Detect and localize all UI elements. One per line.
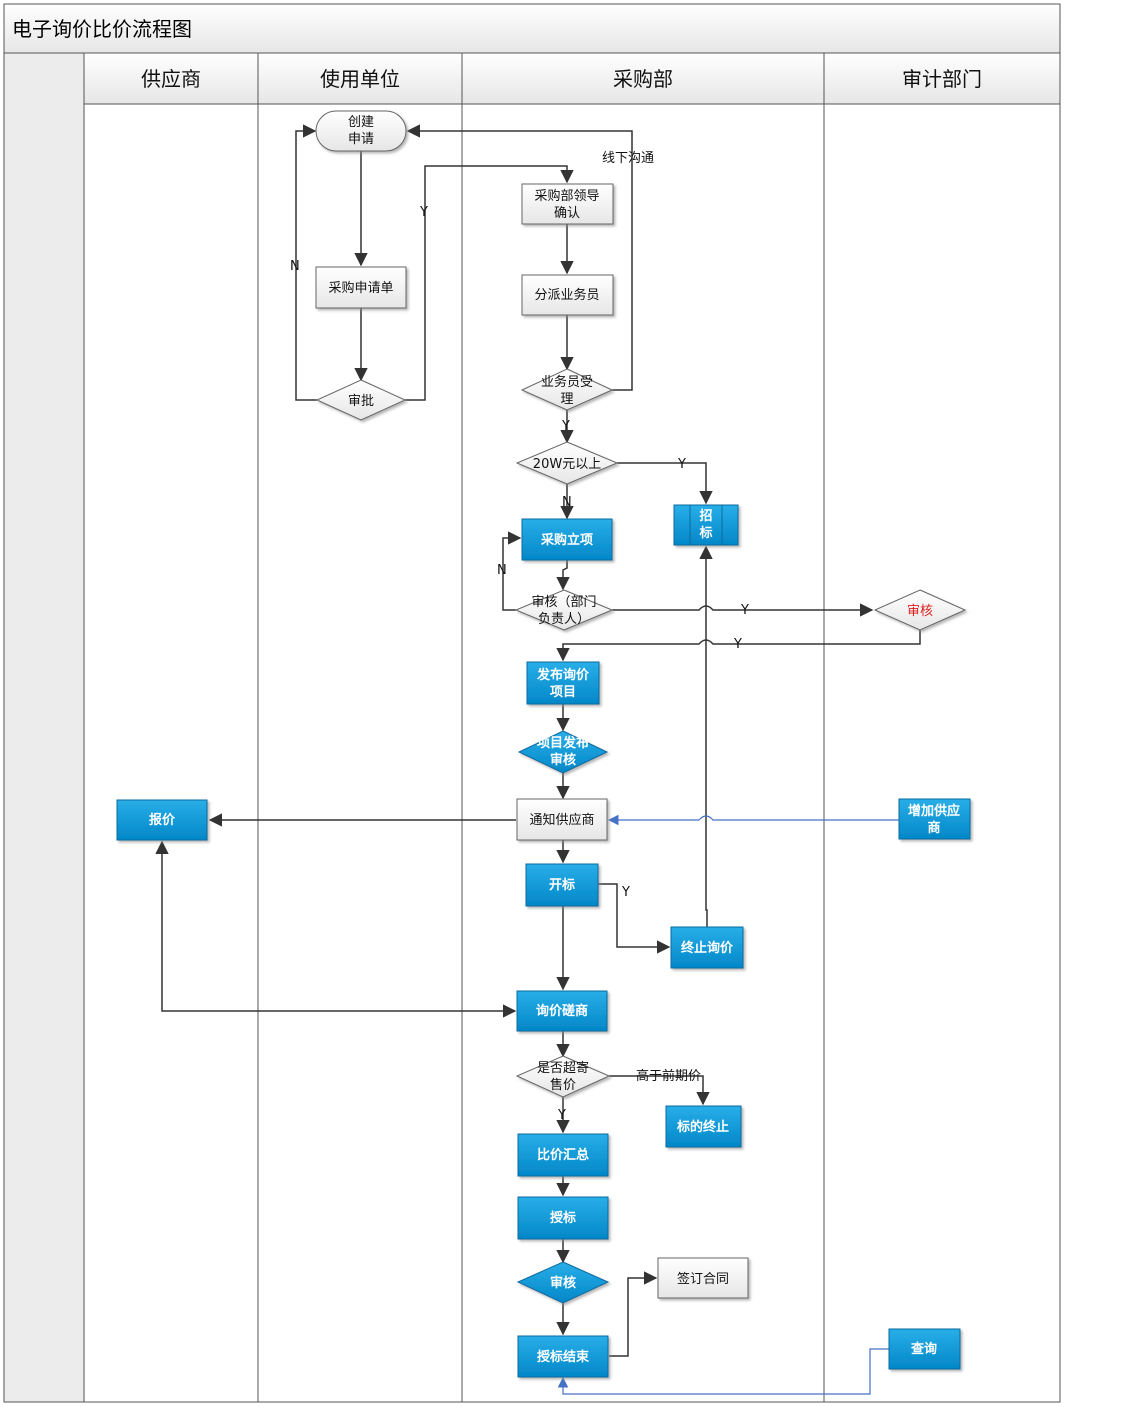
- svg-text:授标: 授标: [550, 1210, 576, 1226]
- lane-title-user-unit: 使用单位: [320, 67, 400, 91]
- svg-text:分派业务员: 分派业务员: [534, 287, 599, 303]
- svg-text:招: 招: [699, 508, 712, 524]
- lane-title-purchasing: 采购部: [613, 67, 673, 91]
- edge-20w-yes: [617, 462, 713, 505]
- compare-summary-node: 比价汇总: [517, 1133, 609, 1177]
- svg-text:增加供应: 增加供应: [908, 803, 960, 819]
- svg-text:售价: 售价: [550, 1077, 576, 1093]
- tender-node: 招 标: [673, 504, 739, 546]
- lane-title-audit: 审计部门: [902, 67, 982, 91]
- edge-query: [557, 1348, 889, 1395]
- label-y-audit: Y: [733, 637, 742, 652]
- edge-open-yes: [598, 883, 671, 954]
- add-supplier-node: 增加供应 商: [898, 798, 971, 840]
- connectors: [155, 124, 921, 1357]
- award-node: 授标: [517, 1196, 609, 1240]
- target-terminate-node: 标的终止: [665, 1105, 742, 1148]
- svg-text:终止询价: 终止询价: [681, 940, 734, 956]
- label-y-approve: Y: [419, 205, 428, 220]
- svg-text:审核（部门: 审核（部门: [531, 595, 596, 610]
- purchase-form-node: 采购申请单: [315, 266, 407, 309]
- label-n-review: N: [497, 563, 507, 578]
- audit-review-decision: 审核: [873, 589, 967, 631]
- approve-decision: 审批: [315, 379, 407, 421]
- quote-node: 报价: [116, 799, 208, 841]
- notify-supplier-node: 通知供应商: [516, 798, 608, 841]
- leader-confirm-node: 采购部领导 确认: [521, 183, 614, 225]
- final-review-decision: 审核: [516, 1261, 610, 1304]
- svg-text:比价汇总: 比价汇总: [537, 1147, 589, 1163]
- svg-text:项目发布: 项目发布: [537, 735, 589, 751]
- label-offline: 线下沟通: [602, 151, 654, 166]
- page-title: 电子询价比价流程图: [12, 17, 192, 41]
- svg-text:标: 标: [698, 525, 712, 541]
- svg-text:负责人）: 负责人）: [538, 612, 590, 627]
- edge-end-to-contract: [609, 1271, 658, 1357]
- over-20w-decision: 20W元以上: [515, 441, 619, 485]
- award-end-node: 授标结束: [517, 1335, 609, 1378]
- sign-contract-node: 签订合同: [657, 1257, 749, 1299]
- svg-text:申请: 申请: [348, 132, 374, 147]
- dept-review-decision: 审核（部门 负责人）: [514, 589, 614, 631]
- svg-text:采购立项: 采购立项: [540, 532, 593, 548]
- svg-text:发布询价: 发布询价: [536, 667, 590, 683]
- label-n-20w: N: [562, 495, 572, 510]
- svg-text:采购部领导: 采购部领导: [534, 188, 599, 204]
- edge-consign-higher: [609, 1075, 710, 1106]
- staff-accept-decision: 业务员受 理: [520, 368, 614, 411]
- svg-text:商: 商: [927, 820, 940, 836]
- label-y-consign: Y: [557, 1108, 566, 1123]
- blue-connectors: [557, 814, 899, 1395]
- project-setup-node: 采购立项: [521, 518, 613, 561]
- svg-text:审核: 审核: [550, 752, 576, 768]
- query-node: 查询: [888, 1328, 961, 1370]
- create-request-node: 创建 申请: [315, 110, 407, 152]
- terminate-inquiry-node: 终止询价: [670, 926, 744, 969]
- edge-review-no: [502, 531, 522, 611]
- lane-title-supplier: 供应商: [141, 67, 201, 91]
- edge-offline: [406, 124, 633, 391]
- svg-text:标的终止: 标的终止: [676, 1119, 729, 1135]
- svg-text:报价: 报价: [149, 813, 176, 828]
- publish-review-decision: 项目发布 审核: [517, 730, 609, 774]
- label-y-open: Y: [621, 885, 630, 900]
- edge-approve-yes: [405, 165, 574, 401]
- over-consign-decision: 是否超寄 售价: [515, 1055, 611, 1098]
- negotiate-node: 询价磋商: [516, 990, 608, 1032]
- edge-terminate-to-tender: [699, 545, 713, 927]
- svg-text:审核: 审核: [550, 1275, 576, 1291]
- svg-text:理: 理: [560, 392, 573, 407]
- svg-text:签订合同: 签订合同: [677, 1271, 729, 1287]
- svg-text:开标: 开标: [549, 877, 575, 893]
- assign-staff-node: 分派业务员: [521, 274, 614, 316]
- label-y-20w: Y: [677, 457, 686, 472]
- svg-text:审批: 审批: [348, 394, 374, 409]
- label-higher-price: 高于前期价: [636, 1068, 701, 1084]
- svg-text:查询: 查询: [910, 1341, 937, 1357]
- label-y-review: Y: [740, 603, 749, 618]
- edge-approve-no: [295, 124, 317, 401]
- svg-text:通知供应商: 通知供应商: [529, 812, 594, 828]
- svg-text:采购申请单: 采购申请单: [328, 280, 393, 296]
- label-y-accept: Y: [561, 419, 570, 434]
- edge-setup-to-review: [556, 560, 570, 591]
- publish-inquiry-node: 发布询价 项目: [526, 661, 600, 705]
- open-bid-node: 开标: [525, 863, 599, 907]
- svg-text:授标结束: 授标结束: [537, 1349, 590, 1365]
- label-n-approve: N: [290, 259, 300, 274]
- svg-text:是否超寄: 是否超寄: [537, 1060, 589, 1076]
- edge-add-supplier: [607, 814, 899, 826]
- svg-text:询价磋商: 询价磋商: [536, 1003, 588, 1019]
- svg-text:20W元以上: 20W元以上: [533, 457, 601, 472]
- svg-text:确认: 确认: [554, 206, 580, 221]
- edge-negotiate-quote: [155, 840, 517, 1018]
- edge-labels: 线下沟通 N Y Y N Y N Y Y Y 高于前期价 Y: [290, 151, 749, 1123]
- svg-text:业务员受: 业务员受: [541, 374, 593, 390]
- svg-text:创建: 创建: [348, 115, 374, 130]
- svg-text:审核: 审核: [907, 604, 933, 619]
- svg-text:项目: 项目: [550, 685, 576, 700]
